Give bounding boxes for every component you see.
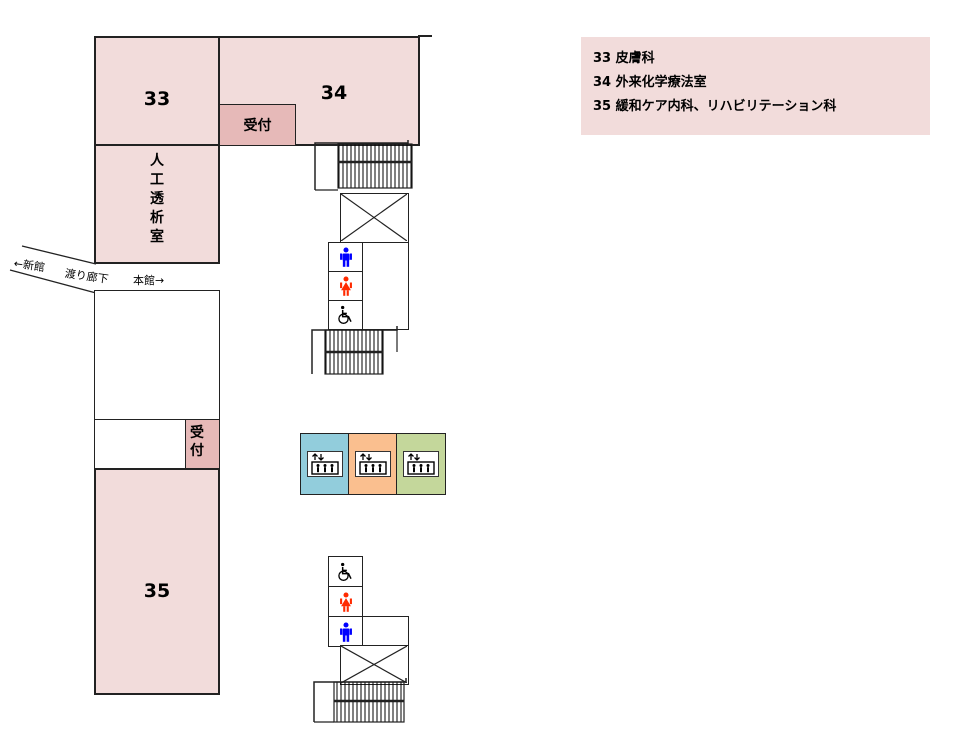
room-33-number: 33: [143, 88, 171, 110]
room-34-number: 34: [320, 82, 348, 104]
lower-stairs: [313, 678, 407, 723]
female-toilet-icon: [339, 591, 353, 613]
restroom-female-upper: [328, 271, 363, 301]
reception-upper: 受付: [219, 104, 296, 146]
small-room: [94, 419, 186, 469]
restroom-male-upper: [328, 242, 363, 272]
male-toilet-icon: [339, 246, 353, 268]
upper-stairs: [314, 140, 413, 191]
dialysis-char: 室: [150, 229, 164, 245]
dialysis-char: 析: [150, 210, 164, 226]
elevator-2: [348, 433, 398, 495]
restroom-accessible-lower: [328, 556, 363, 587]
room-35: 35: [94, 468, 220, 695]
middle-stairs: [311, 326, 398, 375]
corridor-to-main-building: 本館→: [133, 274, 165, 287]
reception-lower-char: 受: [190, 425, 204, 441]
elevator-icon: [307, 451, 343, 477]
corridor-hall: [94, 290, 220, 420]
elevator-3: [396, 433, 446, 495]
reception-lower: 受 付: [185, 419, 220, 469]
elevator-icon: [355, 451, 391, 477]
upper-shaft: [340, 193, 409, 243]
restroom-male-lower: [328, 616, 363, 647]
shaft-cross-icon: [340, 193, 408, 242]
elevator-1: [300, 433, 350, 495]
female-toilet-icon: [339, 275, 353, 297]
legend-item-34: 34 外来化学療法室: [593, 75, 707, 90]
room-33: 33: [94, 36, 220, 146]
reception-upper-label: 受付: [243, 118, 272, 134]
dialysis-char: 工: [150, 172, 164, 188]
dialysis-char: 人: [150, 153, 164, 169]
restroom-accessible-upper: [328, 300, 363, 330]
lower-shaft: [340, 645, 409, 685]
room-legend: 33 皮膚科 34 外来化学療法室 35 緩和ケア内科、リハビリテーション科: [581, 37, 930, 135]
male-toilet-icon: [339, 621, 353, 643]
restroom-female-lower: [328, 586, 363, 617]
corridor-bridge: [9, 245, 97, 294]
lower-restroom-outline: [362, 616, 409, 646]
dialysis-char: 透: [150, 191, 164, 207]
legend-item-35: 35 緩和ケア内科、リハビリテーション科: [593, 99, 837, 114]
wall-line: [418, 35, 432, 37]
legend-item-33: 33 皮膚科: [593, 51, 655, 66]
shaft-cross-icon: [340, 645, 408, 684]
upper-restroom-outline: [362, 242, 409, 330]
reception-lower-char: 付: [190, 443, 204, 459]
room-35-number: 35: [143, 580, 171, 602]
elevator-icon: [403, 451, 439, 477]
wheelchair-icon: [336, 562, 356, 582]
dialysis-room: 人 工 透 析 室: [94, 144, 220, 264]
